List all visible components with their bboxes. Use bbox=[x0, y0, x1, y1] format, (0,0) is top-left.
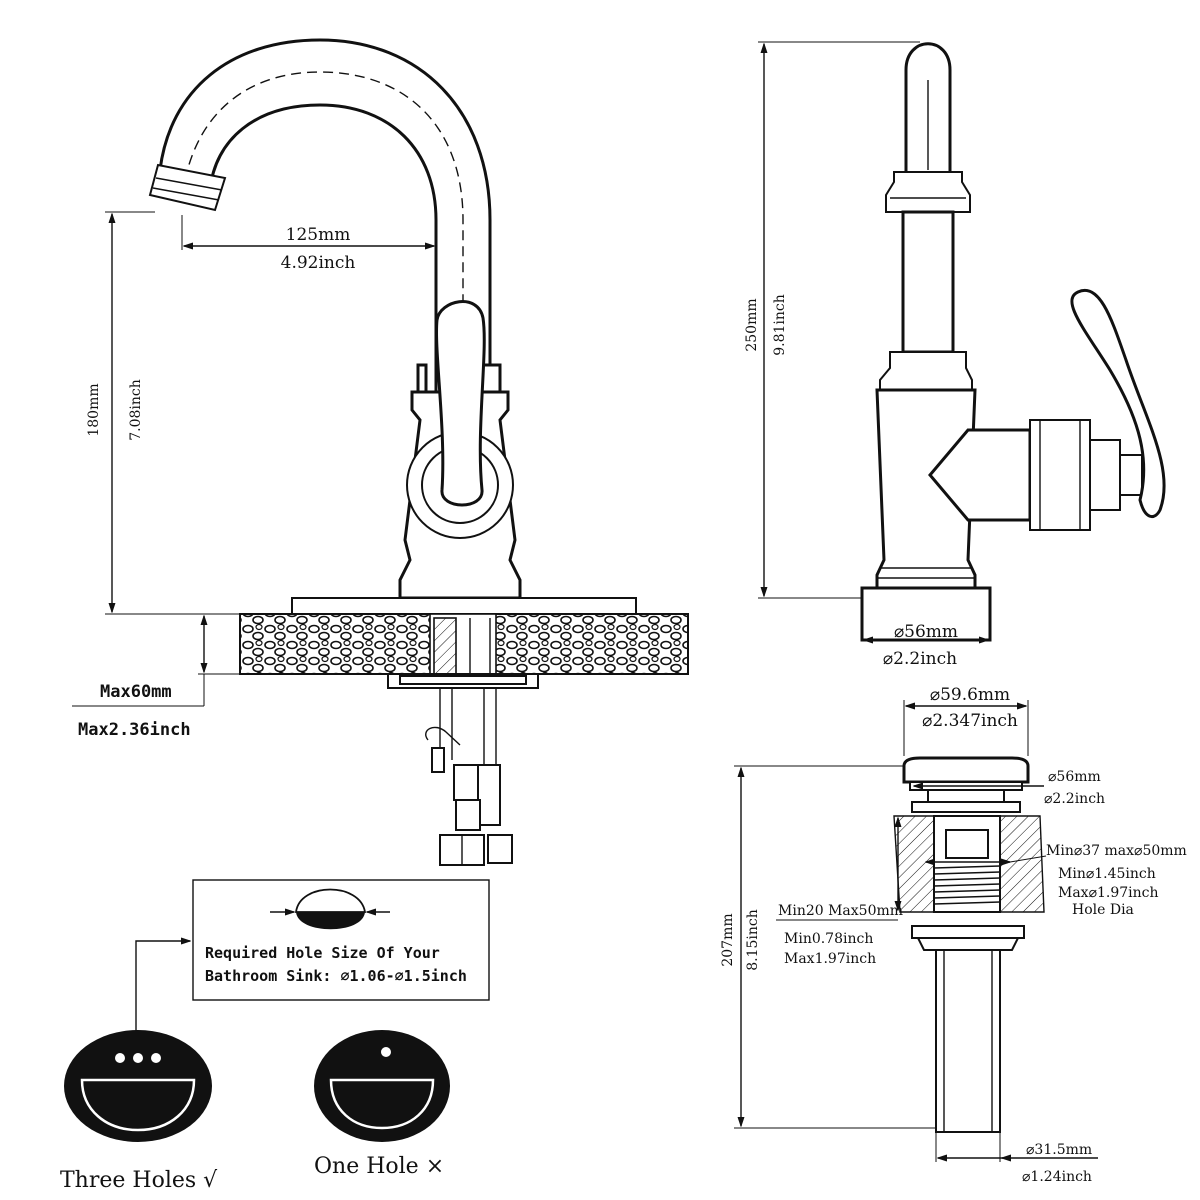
deck-inch-label: Max2.36inch bbox=[78, 720, 191, 740]
thick-mm-label: Min20 Max50mm bbox=[778, 903, 903, 919]
thick-min-inch-label: Min0.78inch bbox=[784, 931, 873, 947]
reach-inch-label: 4.92inch bbox=[281, 253, 356, 273]
cap-mm-label: ⌀59.6mm bbox=[930, 685, 1010, 705]
hole-max-inch-label: Max⌀1.97inch bbox=[1058, 885, 1159, 901]
side-height-mm-label: 250mm bbox=[744, 298, 760, 351]
drain-drawing: ⌀59.6mm ⌀2.347inch ⌀56mm ⌀2.2inch Min⌀37… bbox=[720, 685, 1187, 1185]
sink-one-hole: One Hole × bbox=[314, 1030, 450, 1179]
deck-mm-label: Max60mm bbox=[100, 682, 172, 702]
hole-size-note: Required Hole Size Of Your Bathroom Sink… bbox=[135, 879, 490, 1036]
sink-three-holes: Three Holes √ bbox=[60, 1030, 218, 1193]
faucet-side-view: 250mm 9.81inch ⌀56mm ⌀2.2inch bbox=[744, 41, 1166, 669]
flange-inch-label: ⌀2.2inch bbox=[1044, 791, 1105, 807]
drain-height-inch-label: 8.15inch bbox=[745, 909, 761, 971]
tail-mm-label: ⌀31.5mm bbox=[1026, 1142, 1092, 1158]
hole-mm-label: Min⌀37 max⌀50mm bbox=[1046, 843, 1187, 859]
one-hole-caption: One Hole × bbox=[314, 1154, 444, 1179]
tail-inch-label: ⌀1.24inch bbox=[1022, 1169, 1092, 1185]
flange-mm-label: ⌀56mm bbox=[1048, 769, 1101, 785]
side-base-mm-label: ⌀56mm bbox=[894, 622, 958, 642]
cap-inch-label: ⌀2.347inch bbox=[922, 711, 1018, 731]
hole-dia-label: Hole Dia bbox=[1072, 902, 1134, 918]
hole-min-inch-label: Min⌀1.45inch bbox=[1058, 866, 1156, 882]
drain-thread bbox=[933, 865, 1001, 905]
height-inch-label: 7.08inch bbox=[128, 379, 144, 441]
height-mm-label: 180mm bbox=[86, 383, 102, 436]
reach-mm-label: 125mm bbox=[286, 225, 351, 245]
thick-max-inch-label: Max1.97inch bbox=[784, 951, 876, 967]
faucet-front-view: 125mm 4.92inch 180mm 7.08inch Max60mm Ma… bbox=[72, 38, 689, 866]
hole-note-line2: Bathroom Sink: ⌀1.06-⌀1.5inch bbox=[205, 967, 467, 985]
side-base-inch-label: ⌀2.2inch bbox=[883, 649, 957, 669]
drain-height-mm-label: 207mm bbox=[720, 913, 736, 966]
hole-note-line1: Required Hole Size Of Your bbox=[205, 944, 440, 962]
side-height-inch-label: 9.81inch bbox=[772, 294, 788, 356]
three-holes-caption: Three Holes √ bbox=[60, 1168, 218, 1193]
